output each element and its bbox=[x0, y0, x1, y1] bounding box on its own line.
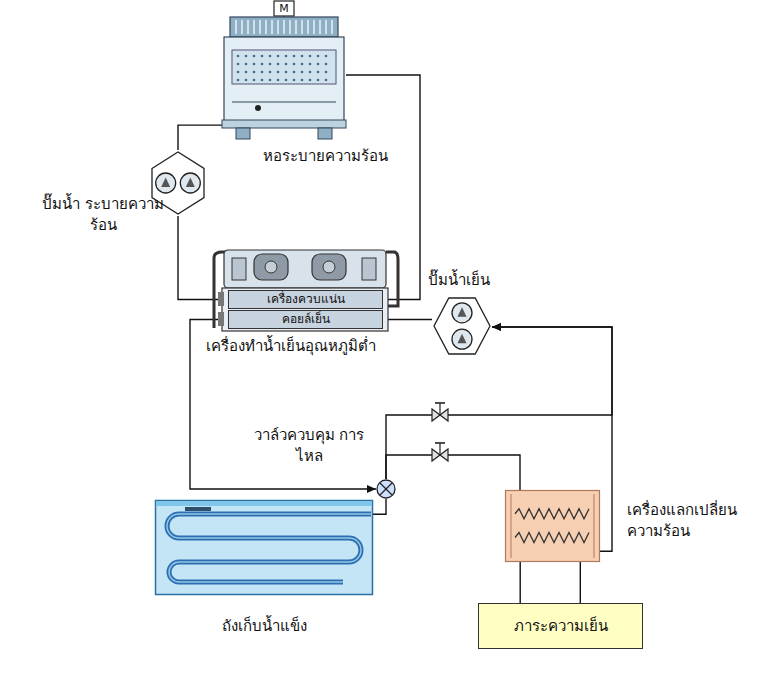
pipe-connector bbox=[386, 455, 520, 490]
chiller-unit: เครื่องทำน้ำเย็นอุณหภูมิต่ำเครื่องควบแน่… bbox=[208, 248, 402, 332]
pipe-connector bbox=[386, 327, 612, 479]
pipe-connector bbox=[520, 562, 521, 603]
node-label: ปั๊มน้ำเย็น bbox=[428, 270, 538, 291]
evaporator-box: คอยล์เย็น bbox=[228, 310, 383, 329]
cooling-tower: หอระบายความร้อน bbox=[222, 16, 346, 140]
node-label: วาล์วควบคุม การไหล bbox=[248, 425, 370, 467]
node-label: ถังเก็บน้ำแข็ง bbox=[155, 616, 373, 637]
heat-exchanger-shape bbox=[505, 490, 600, 562]
pipe-connector bbox=[383, 319, 432, 320]
condenser-water-pump: ปั๊มน้ำ ระบายความร้อน bbox=[150, 150, 206, 216]
node-label: เครื่องแลกเปลี่ยน ความร้อน bbox=[627, 500, 757, 542]
heat-exchanger: เครื่องแลกเปลี่ยน ความร้อน bbox=[505, 490, 600, 562]
two-way-valve-symbol bbox=[432, 403, 448, 421]
pipe-connector bbox=[178, 125, 222, 150]
motor-label: M bbox=[274, 2, 294, 15]
two-way-valve-symbol bbox=[432, 443, 448, 461]
flow-control-valve: วาล์วควบคุม การไหล bbox=[376, 479, 396, 499]
fan-motor-box bbox=[274, 1, 294, 16]
ice-storage-tank-shape bbox=[155, 500, 373, 595]
ice-storage-tank: ถังเก็บน้ำแข็ง bbox=[155, 500, 373, 595]
flow-control-valve-shape bbox=[376, 479, 396, 499]
pipe-connector bbox=[178, 216, 228, 300]
node-label: ปั๊มน้ำ ระบายความร้อน bbox=[40, 194, 166, 236]
node-text: ภาระความเย็น bbox=[514, 618, 608, 635]
node-label: เครื่องทำน้ำเย็นอุณหภูมิต่ำ bbox=[206, 336, 466, 357]
chilled-water-pump-shape bbox=[432, 296, 492, 356]
pipe-connector bbox=[373, 499, 386, 514]
cooling-tower-shape bbox=[222, 16, 346, 140]
node-label: หอระบายความร้อน bbox=[240, 146, 410, 167]
cooling-load-box: ภาระความเย็น bbox=[478, 603, 643, 649]
pipe-connector bbox=[580, 562, 581, 603]
node-text: คอยล์เย็น bbox=[282, 313, 330, 326]
node-text: เครื่องควบแน่น bbox=[267, 293, 345, 306]
condenser-box: เครื่องควบแน่น bbox=[228, 290, 383, 309]
chilled-water-pump: ปั๊มน้ำเย็น bbox=[432, 296, 492, 356]
